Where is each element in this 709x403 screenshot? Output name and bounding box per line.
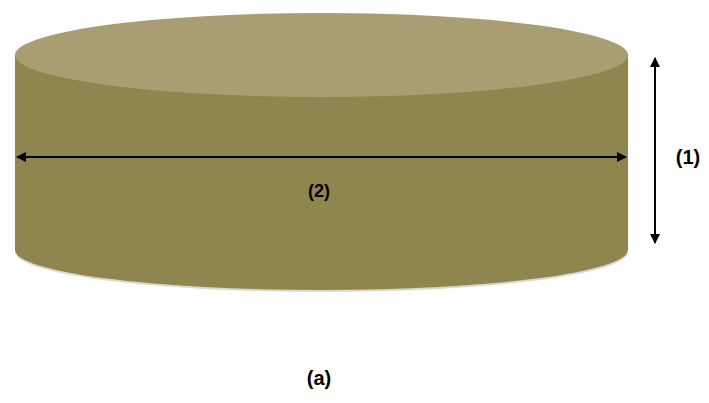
dimension-label: (2)	[308, 182, 330, 200]
diameter-arrow	[17, 156, 626, 158]
cylinder-top	[15, 13, 628, 97]
figure-caption: (a)	[307, 368, 331, 388]
height-arrow	[654, 58, 656, 243]
dimension-label: (1)	[676, 147, 700, 167]
